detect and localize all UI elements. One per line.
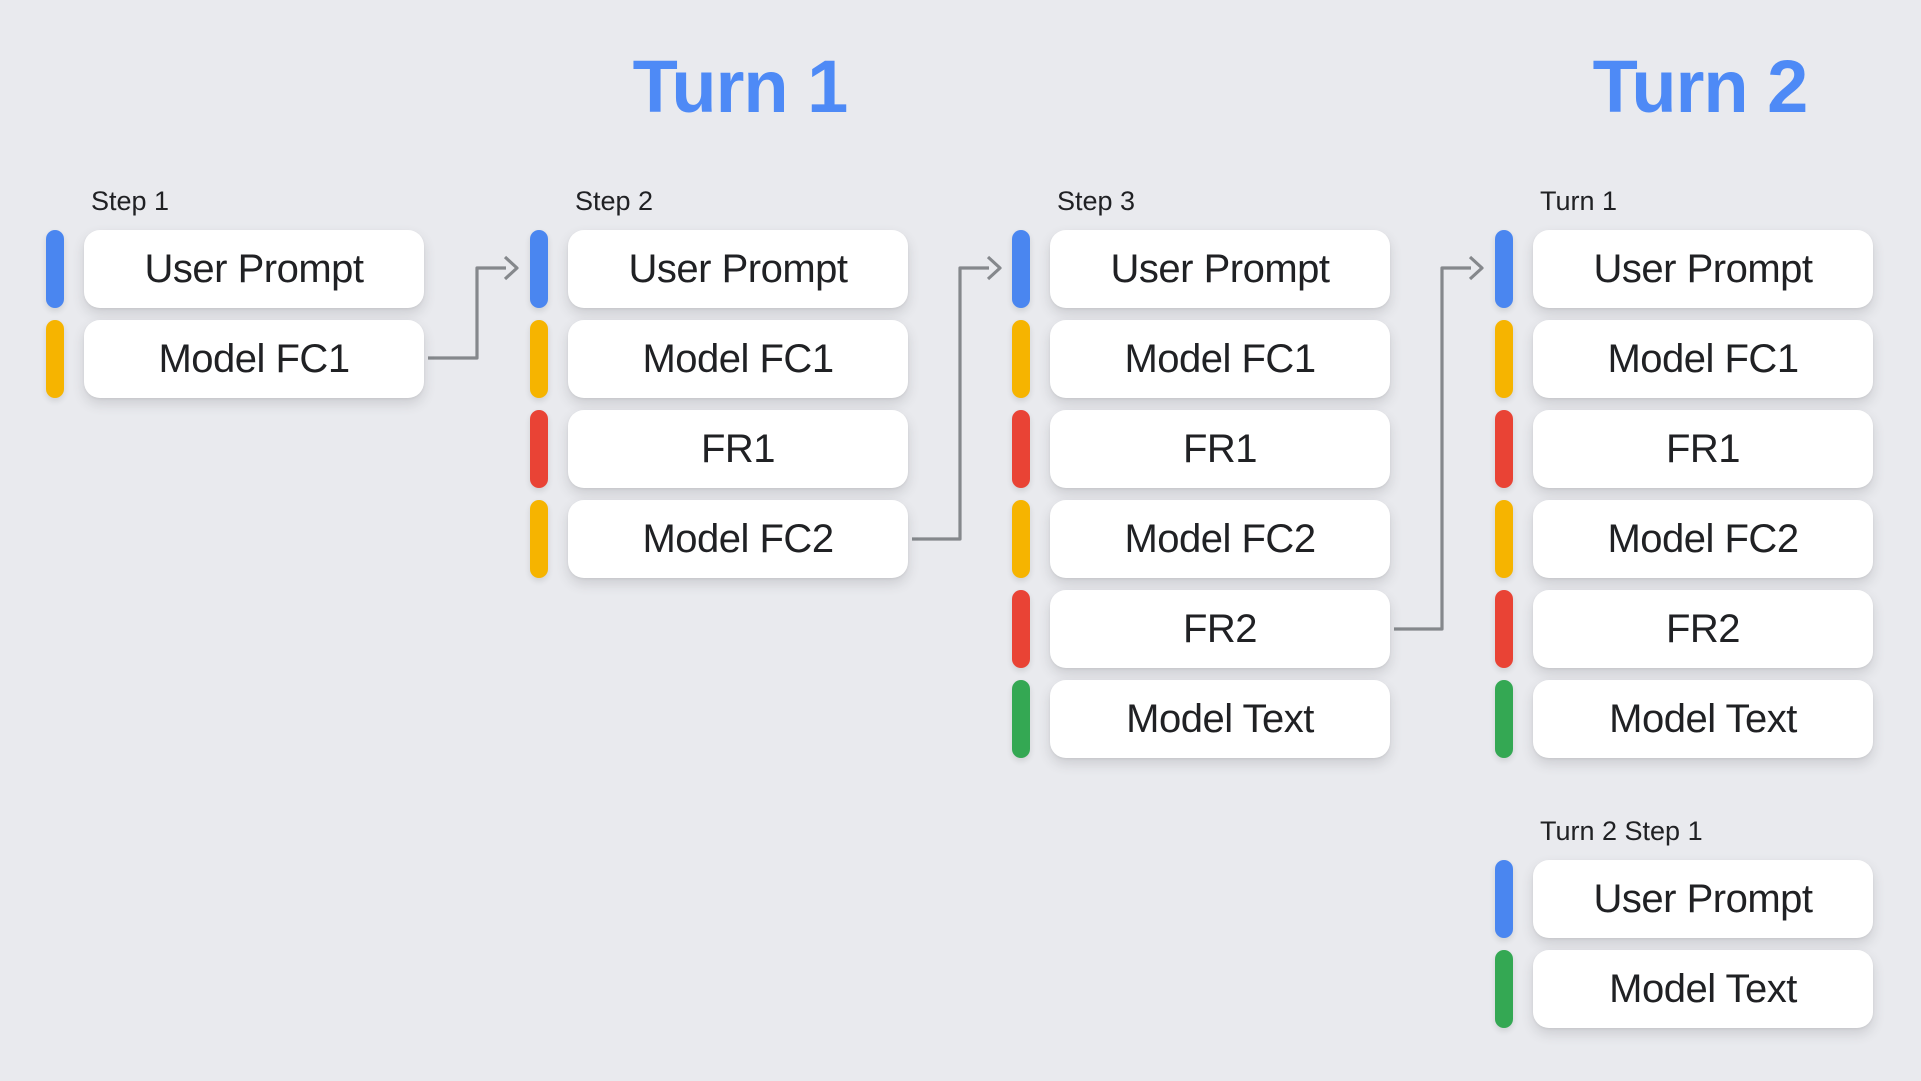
card-user-prompt: User Prompt (1533, 230, 1873, 308)
model-function-call-indicator-bar (530, 320, 548, 398)
card-model-fc1: Model FC1 (84, 320, 424, 398)
model-text-indicator-bar (1012, 680, 1030, 758)
card-fr1: FR1 (568, 410, 908, 488)
model-function-call-indicator-bar (1012, 320, 1030, 398)
model-function-call-indicator-bar (1495, 320, 1513, 398)
card-user-prompt: User Prompt (84, 230, 424, 308)
model-function-call-indicator-bar (1012, 500, 1030, 578)
card-model-text: Model Text (1050, 680, 1390, 758)
column-label-step-3: Step 3 (1057, 186, 1136, 216)
card-model-fc1: Model FC1 (568, 320, 908, 398)
row-model-text: Model Text (1495, 680, 1873, 758)
function-response-indicator-bar (1012, 590, 1030, 668)
arrow-step1-to-step2 (428, 255, 519, 360)
row-user-prompt: User Prompt (1012, 230, 1390, 308)
card-model-fc2: Model FC2 (1050, 500, 1390, 578)
card-model-fc2: Model FC2 (568, 500, 908, 578)
row-user-prompt: User Prompt (530, 230, 908, 308)
row-user-prompt: User Prompt (46, 230, 424, 308)
model-function-call-indicator-bar (1495, 500, 1513, 578)
column-label-step-1: Step 1 (91, 186, 170, 216)
turn-2-title: Turn 2 (1592, 45, 1809, 128)
card-user-prompt: User Prompt (1533, 860, 1873, 938)
function-response-indicator-bar (1495, 590, 1513, 668)
turn-1-title: Turn 1 (632, 45, 849, 128)
row-model-text: Model Text (1495, 950, 1873, 1028)
row-user-prompt: User Prompt (1495, 860, 1873, 938)
model-text-indicator-bar (1495, 950, 1513, 1028)
user-prompt-indicator-bar (1495, 860, 1513, 938)
card-model-text: Model Text (1533, 950, 1873, 1028)
card-model-fc1: Model FC1 (1533, 320, 1873, 398)
card-fr2: FR2 (1050, 590, 1390, 668)
row-model-fc2: Model FC2 (1495, 500, 1873, 578)
row-user-prompt: User Prompt (1495, 230, 1873, 308)
row-model-fc2: Model FC2 (1012, 500, 1390, 578)
model-function-call-indicator-bar (46, 320, 64, 398)
column-label-turn-2-step-1: Turn 2 Step 1 (1540, 816, 1703, 846)
model-function-call-indicator-bar (530, 500, 548, 578)
function-response-indicator-bar (1495, 410, 1513, 488)
row-model-fc1: Model FC1 (530, 320, 908, 398)
row-model-fc1: Model FC1 (1495, 320, 1873, 398)
model-text-indicator-bar (1495, 680, 1513, 758)
column-label-turn-1: Turn 1 (1540, 186, 1618, 216)
column-label-step-2: Step 2 (575, 186, 654, 216)
user-prompt-indicator-bar (1495, 230, 1513, 308)
user-prompt-indicator-bar (1012, 230, 1030, 308)
arrow-step2-to-step3 (912, 255, 1002, 541)
card-fr2: FR2 (1533, 590, 1873, 668)
row-fr1: FR1 (530, 410, 908, 488)
row-fr2: FR2 (1012, 590, 1390, 668)
card-fr1: FR1 (1050, 410, 1390, 488)
row-fr1: FR1 (1012, 410, 1390, 488)
row-model-text: Model Text (1012, 680, 1390, 758)
arrow-step3-to-turn2 (1394, 255, 1484, 631)
card-fr1: FR1 (1533, 410, 1873, 488)
row-fr1: FR1 (1495, 410, 1873, 488)
card-model-fc1: Model FC1 (1050, 320, 1390, 398)
user-prompt-indicator-bar (46, 230, 64, 308)
card-model-fc2: Model FC2 (1533, 500, 1873, 578)
function-response-indicator-bar (1012, 410, 1030, 488)
row-fr2: FR2 (1495, 590, 1873, 668)
card-user-prompt: User Prompt (568, 230, 908, 308)
card-user-prompt: User Prompt (1050, 230, 1390, 308)
row-model-fc1: Model FC1 (46, 320, 424, 398)
function-response-indicator-bar (530, 410, 548, 488)
row-model-fc2: Model FC2 (530, 500, 908, 578)
row-model-fc1: Model FC1 (1012, 320, 1390, 398)
card-model-text: Model Text (1533, 680, 1873, 758)
user-prompt-indicator-bar (530, 230, 548, 308)
